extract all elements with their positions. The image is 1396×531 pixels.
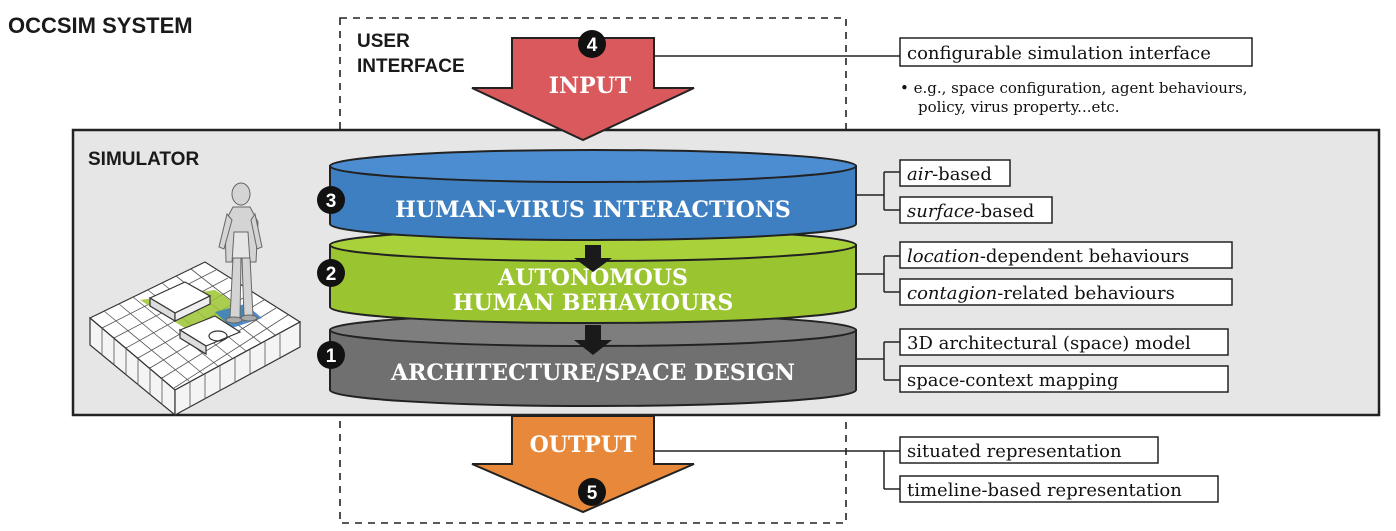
note-surface-based: surface-based (907, 201, 1034, 222)
note-air-based: air-based (907, 164, 992, 185)
note-box-surface-based (899, 196, 1053, 224)
output-notes: situated representation timeline-based r… (655, 436, 1219, 503)
note-contagion-related: contagion-related behaviours (907, 283, 1175, 304)
note-box-air-based (899, 159, 1011, 187)
layer-architecture-space-design: 1 ARCHITECTURE/SPACE DESIGN (317, 313, 857, 407)
system-title: OCCSIM SYSTEM (8, 13, 193, 38)
down-arrow-layer2-to-layer1 (574, 325, 612, 355)
note-location-dependent: location-dependent behaviours (907, 246, 1189, 267)
input-note-box (899, 37, 1253, 67)
note-box-timeline-representation (899, 475, 1219, 503)
layer-3-label: HUMAN-VIRUS INTERACTIONS (395, 197, 791, 223)
note-situated-representation: situated representation (907, 441, 1122, 462)
human-figure-illustration (218, 182, 263, 324)
note-box-space-context-mapping (899, 365, 1229, 393)
input-number-badge (578, 30, 606, 58)
layer-1-label: ARCHITECTURE/SPACE DESIGN (390, 360, 795, 386)
simulator-label: SIMULATOR (88, 149, 199, 170)
user-interface-label-line1: USER (357, 31, 410, 52)
layer-3-number: 3 (326, 191, 337, 212)
input-note-bullet-line1: • e.g., space configuration, agent behav… (900, 79, 1248, 97)
note-space-context-mapping: space-context mapping (907, 370, 1119, 391)
input-note-bullet-line2: policy, virus property...etc. (918, 98, 1120, 116)
layer-3-notes: air-based surface-based (856, 159, 1053, 224)
layer-autonomous-human-behaviours: 2 AUTONOMOUS HUMAN BEHAVIOURS (317, 228, 857, 324)
user-interface-label-line2: INTERFACE (357, 56, 465, 77)
note-timeline-representation: timeline-based representation (907, 480, 1182, 501)
note-box-situated-representation (899, 436, 1159, 464)
input-note-text: configurable simulation interface (907, 43, 1211, 64)
down-arrow-layer3-to-layer2 (574, 245, 612, 272)
layer-3-number-badge (317, 186, 345, 214)
layer-2-notes: location-dependent behaviours contagion-… (856, 241, 1233, 306)
output-label: OUTPUT (530, 432, 637, 458)
layer-1-number-badge (317, 341, 345, 369)
layer-human-virus-interactions: 3 HUMAN-VIRUS INTERACTIONS (317, 149, 857, 241)
note-3d-model: 3D architectural (space) model (907, 333, 1191, 354)
note-box-location-dependent (899, 241, 1233, 269)
note-box-3d-model (899, 328, 1229, 356)
input-number: 4 (587, 35, 598, 56)
output-arrow (471, 415, 695, 514)
input-arrow (471, 37, 695, 142)
note-box-contagion-related (899, 278, 1233, 306)
layer-1-number: 1 (326, 346, 337, 367)
output-number-badge (578, 478, 606, 506)
layer-2-number-badge (317, 259, 345, 287)
layer-2-label-line2: HUMAN BEHAVIOURS (453, 290, 734, 316)
layer-2-number: 2 (326, 264, 337, 285)
output-number: 5 (587, 483, 598, 504)
layer-1-notes: 3D architectural (space) model space-con… (856, 328, 1229, 393)
input-label: INPUT (549, 73, 632, 99)
